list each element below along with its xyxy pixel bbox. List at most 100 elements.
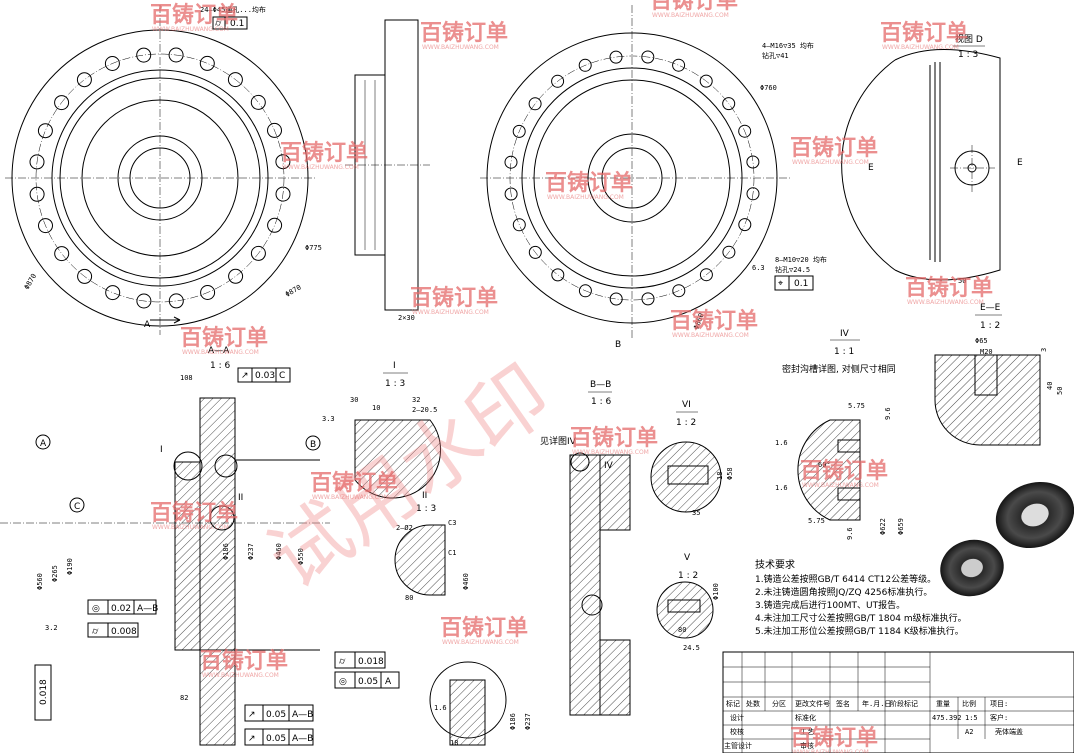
bolt-hole (699, 268, 713, 282)
rough-1-6-b: 1.6 (775, 484, 788, 492)
detail-vi-title: VI (682, 400, 691, 410)
detail-bottom: 1.6 18 Φ186 Φ237 (429, 661, 532, 747)
bolt-hole (722, 97, 736, 111)
bolt-hole (77, 268, 93, 284)
tb-project: 项目: (990, 700, 1008, 708)
view-d-scale: 1 : 3 (958, 50, 978, 60)
bolt-hole (136, 293, 152, 309)
brand-watermark-url: WWW.BAIZHUWANG.COM (202, 672, 279, 679)
detail-callout: 见详图IV (540, 435, 577, 447)
bolt-hole (738, 218, 752, 232)
dim-108: 108 (180, 374, 193, 382)
tb-std: 标准化 (795, 713, 816, 722)
dim-d100: Φ100 (712, 583, 720, 600)
bolt-hole (105, 285, 121, 301)
tb-chief: 主管设计 (724, 741, 752, 750)
detail-IV: IV 1 : 1 密封沟槽详图, 对侧尺寸相同 5.75 5.75 9.6 9.… (775, 329, 905, 540)
tb-count: 处数 (746, 699, 760, 708)
chamfer-c1: C1 (448, 549, 456, 557)
dim-80-v: 80 (678, 626, 686, 634)
dim-3: 3 (1040, 348, 1048, 352)
brand-watermark: 百铸订单 (180, 325, 268, 351)
bolt-hole (528, 97, 542, 111)
tol-sym-3: ↗ (241, 371, 249, 381)
dim-d186: Φ186 (222, 543, 230, 560)
bolt-hole (578, 284, 592, 298)
dim-d186-bot: Φ186 (509, 713, 517, 730)
marker-e-right: E (1017, 158, 1023, 168)
brand-watermark-url: WWW.BAIZHUWANG.COM (422, 44, 499, 51)
dim-2x30: 2×30 (398, 314, 415, 322)
dim-24-5: 24.5 (683, 644, 700, 652)
tol-sym-4: ◎ (92, 604, 100, 614)
dim-d237-bot: Φ237 (524, 713, 532, 730)
bolt-hole (528, 245, 542, 259)
tol-val-7: 0.05 (358, 677, 378, 687)
bolt-hole (672, 284, 686, 298)
bolt-hole (609, 50, 623, 64)
side-view: 2×30 (345, 19, 430, 322)
tb-zone: 分区 (772, 699, 786, 708)
bolt-hole (29, 186, 45, 202)
bolt-hole (275, 154, 291, 170)
bolt-hole (250, 94, 266, 110)
tech-req-line-1: 1.铸造公差按照GB/T 6414 CT12公差等级。 (755, 573, 936, 585)
brand-watermark-url: WWW.BAIZHUWANG.COM (652, 12, 729, 19)
brand-watermark-url: WWW.BAIZHUWANG.COM (182, 349, 259, 356)
bolt-hole (267, 217, 283, 233)
brand-watermark: 百铸订单 (790, 135, 878, 161)
detail-iv-title: IV (840, 329, 850, 339)
rough-1-6-bot: 1.6 (434, 704, 447, 712)
bolt-hole (641, 50, 655, 64)
bolt-hole (746, 187, 760, 201)
dim-3-3: 3.3 (322, 415, 335, 423)
brand-watermark: 百铸订单 (410, 285, 498, 311)
datum-b: B (310, 440, 316, 450)
tb-scale: 1:5 (965, 714, 978, 722)
bolt-hole (551, 74, 565, 88)
tech-req-line-4: 4.未注加工尺寸公差按照GB/T 1804 m级标准执行。 (755, 612, 967, 624)
dim-5-75-bot: 5.75 (808, 517, 825, 525)
brand-watermark-url: WWW.BAIZHUWANG.COM (547, 194, 624, 201)
dim-2-20-5: 2—20.5 (412, 406, 437, 414)
dim-d560-aa: Φ560 (36, 573, 44, 590)
brand-watermark-url: WWW.BAIZHUWANG.COM (152, 524, 229, 531)
detail-i-scale: 1 : 3 (385, 379, 405, 389)
dim-30: 30 (350, 396, 358, 404)
bolt-hole (38, 218, 53, 234)
brand-watermark-url: WWW.BAIZHUWANG.COM (572, 449, 649, 456)
bolt-hole (250, 245, 266, 261)
brand-watermark: 百铸订单 (440, 615, 528, 641)
dim-d237: Φ237 (247, 543, 255, 560)
dim-d622: Φ622 (879, 518, 887, 535)
chamfer-c3: C3 (448, 519, 456, 527)
dim-d58: Φ58 (726, 467, 734, 480)
tb-weight: 475.392 (932, 714, 962, 722)
dim-60deg: 60° (818, 461, 831, 469)
brand-watermark: 百铸订单 (800, 458, 888, 484)
bolt-hole (738, 124, 752, 138)
bolt-hole (104, 56, 120, 71)
bolt-hole (672, 58, 686, 72)
detail-iv-note: 密封沟槽详图, 对侧尺寸相同 (782, 363, 896, 375)
tol-sym-5: ⌭ (92, 627, 99, 637)
dim-d550: Φ550 (297, 548, 305, 565)
section-label-b: B (615, 340, 621, 350)
detail-VI: VI 1 : 2 35 Φ58 18 (650, 400, 734, 517)
tb-proc: 工艺 (800, 728, 814, 736)
brand-watermark-url: WWW.BAIZHUWANG.COM (282, 164, 359, 171)
brand-watermark-url: WWW.BAIZHUWANG.COM (792, 159, 869, 166)
brand-watermark-url: WWW.BAIZHUWANG.COM (882, 44, 959, 51)
brand-watermark: 百铸订单 (150, 2, 238, 28)
bolt-hole (722, 245, 736, 259)
tol-val-4: 0.02 (111, 604, 131, 614)
tol-sym-6: ⌭ (339, 657, 346, 667)
detail-ii-title: II (422, 491, 427, 501)
datum-c: C (74, 502, 80, 512)
section-ee: E—E 1 : 2 Φ65 M20 40 50 3 (934, 303, 1064, 446)
tol-val-3: 0.03 (255, 371, 275, 381)
bolt-hole (504, 187, 518, 201)
bolt-hole (54, 95, 70, 111)
bolt-hole (512, 124, 526, 138)
